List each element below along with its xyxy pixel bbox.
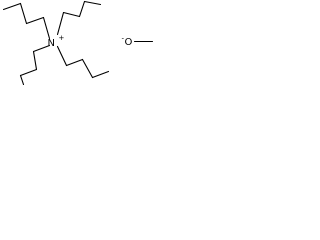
bond <box>91 70 110 79</box>
bond <box>25 16 45 25</box>
bond <box>19 68 38 77</box>
bond-group-lower-left-butyl <box>19 44 51 85</box>
bond-group-lower-right-butyl <box>56 45 110 79</box>
nitrogen-atom-label: N <box>48 38 55 49</box>
bond-group-upper-left-butyl <box>2 2 51 40</box>
bond <box>19 2 28 25</box>
bond-group-upper-right-butyl <box>56 0 102 36</box>
bond <box>56 11 65 36</box>
oxygen-charge-label: - <box>122 35 125 43</box>
tetrabutylammonium-methoxide-structure: N + - O <box>2 0 154 85</box>
bond <box>56 45 68 67</box>
bond <box>78 0 86 18</box>
nitrogen-charge-label: + <box>59 34 65 42</box>
bond <box>2 2 22 11</box>
bond <box>62 11 81 18</box>
bond <box>32 44 51 53</box>
bond <box>32 50 38 71</box>
bond <box>81 58 94 79</box>
bond <box>19 74 25 85</box>
bond <box>83 0 102 6</box>
bond <box>65 58 84 67</box>
bond <box>42 16 51 40</box>
oxygen-atom-label: O <box>125 37 133 48</box>
